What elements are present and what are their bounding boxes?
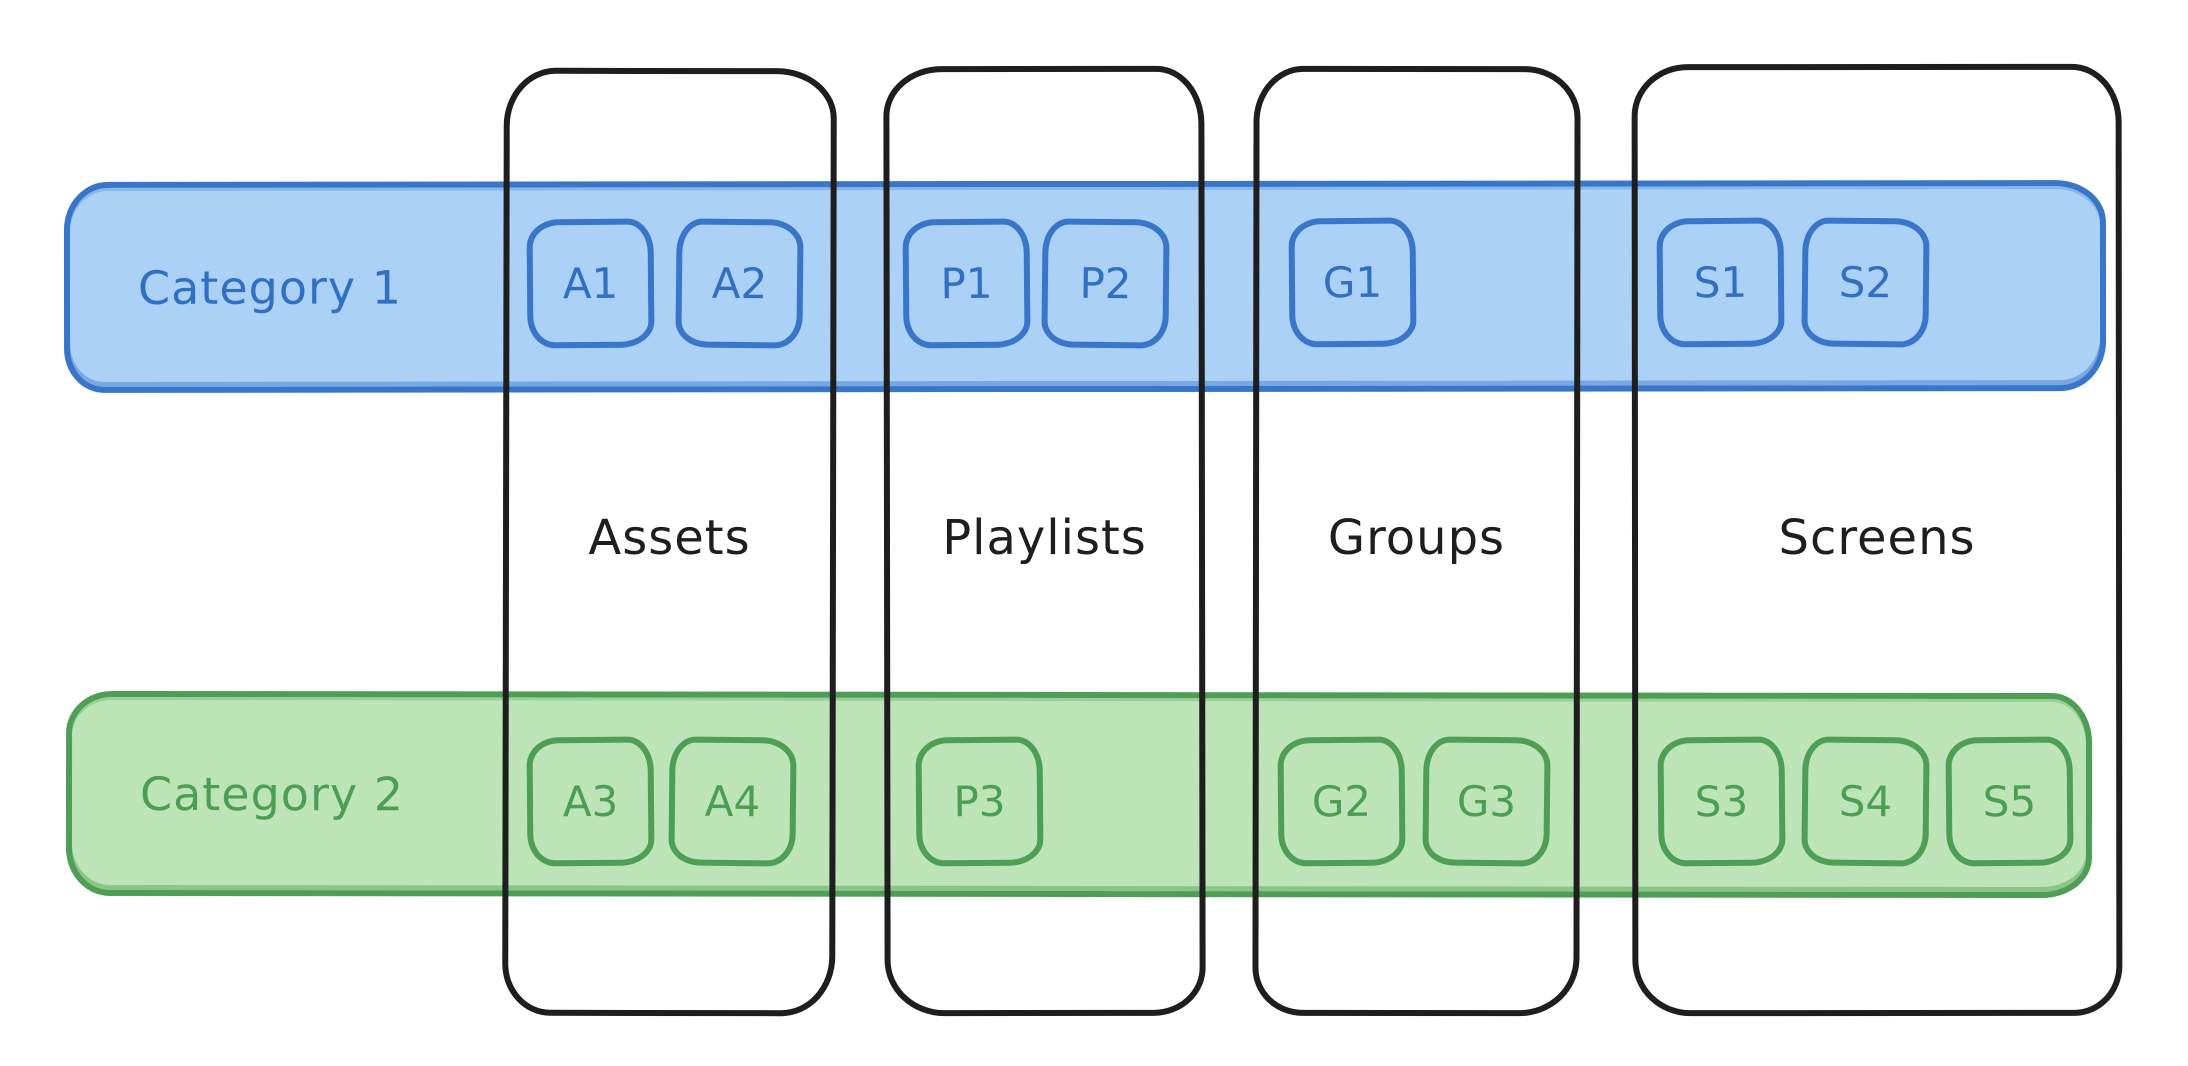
column-label-assets: Assets (588, 510, 751, 566)
item-box-S3: S3 (1657, 736, 1786, 867)
item-box-A4: A4 (668, 736, 797, 867)
column-label-groups: Groups (1327, 510, 1506, 566)
item-box-A1: A1 (526, 218, 655, 349)
item-box-S5: S5 (1945, 736, 2074, 867)
item-box-P2: P2 (1041, 218, 1170, 349)
category-2-label: Category 2 (139, 766, 405, 821)
item-box-G2: G2 (1277, 736, 1406, 867)
item-box-P1: P1 (902, 218, 1031, 349)
item-box-S1: S1 (1656, 217, 1785, 348)
column-label-screens: Screens (1778, 510, 1976, 566)
column-label-playlists: Playlists (942, 510, 1147, 566)
item-box-G1: G1 (1288, 217, 1417, 348)
category-1-label: Category 1 (137, 260, 403, 315)
item-box-G3: G3 (1422, 736, 1551, 867)
cell-category2-playlists: P3 (915, 736, 1044, 867)
item-box-S4: S4 (1801, 736, 1930, 867)
cell-category1-groups: G1 (1288, 217, 1417, 348)
item-box-P3: P3 (915, 736, 1044, 867)
item-box-A3: A3 (526, 736, 655, 867)
item-box-S2: S2 (1801, 217, 1930, 348)
item-box-A2: A2 (675, 218, 804, 349)
